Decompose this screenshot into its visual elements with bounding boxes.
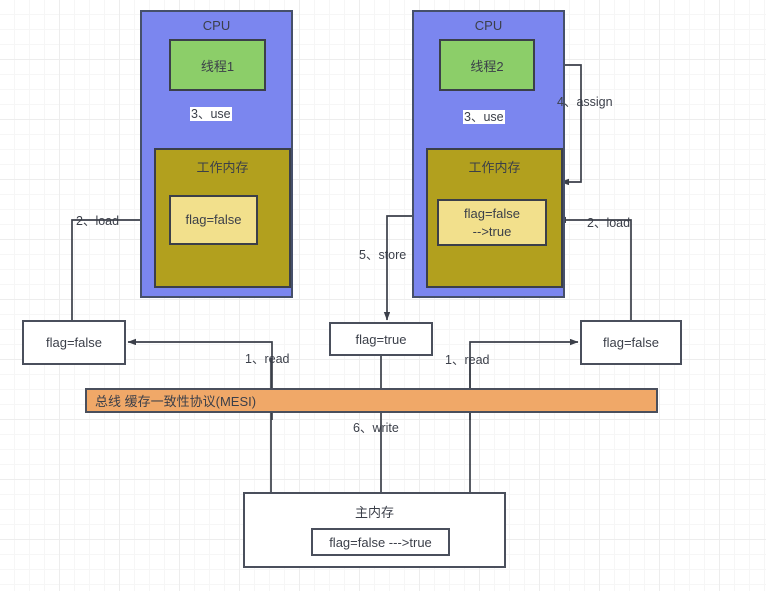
bus-bar[interactable]: 总线 缓存一致性协议(MESI) bbox=[85, 388, 658, 413]
variable-box-right[interactable]: flag=false -->true bbox=[437, 199, 547, 246]
label-load-right: 2、load bbox=[587, 216, 631, 230]
cpu-left-title: CPU bbox=[202, 18, 231, 33]
cache-left-value: flag=false bbox=[45, 335, 102, 350]
thread-box-right[interactable]: 线程2 bbox=[439, 39, 535, 91]
arrow-load-right bbox=[557, 216, 632, 320]
thread-right-label: 线程2 bbox=[470, 58, 504, 74]
label-use-left: 3、use bbox=[190, 107, 232, 122]
working-memory-left-label: 工作内存 bbox=[196, 160, 249, 175]
variable-right-value-line1: flag=false bbox=[463, 205, 520, 221]
variable-box-left[interactable]: flag=false bbox=[169, 195, 258, 245]
cpu-right-title: CPU bbox=[474, 18, 503, 33]
thread-left-label: 线程1 bbox=[200, 58, 235, 74]
working-memory-right-label: 工作内存 bbox=[468, 160, 521, 175]
main-memory-variable-value: flag=false --->true bbox=[329, 534, 432, 550]
cache-box-middle[interactable]: flag=true bbox=[329, 322, 433, 356]
label-use-right: 3、use bbox=[463, 110, 505, 125]
thread-box-left[interactable]: 线程1 bbox=[169, 39, 266, 91]
label-read-left: 1、read bbox=[245, 352, 290, 366]
label-write: 6、write bbox=[353, 421, 399, 435]
cache-right-value: flag=false bbox=[602, 335, 659, 350]
main-memory-title: 主内存 bbox=[354, 505, 394, 520]
main-memory-variable[interactable]: flag=false --->true bbox=[311, 528, 450, 556]
label-store: 5、store bbox=[359, 248, 407, 262]
cache-middle-value: flag=true bbox=[355, 331, 407, 347]
variable-right-value-line2: -->true bbox=[472, 223, 512, 239]
cache-box-right[interactable]: flag=false bbox=[580, 320, 682, 365]
label-load-left: 2、load bbox=[76, 214, 120, 228]
label-read-right: 1、read bbox=[445, 353, 490, 367]
variable-left-value: flag=false bbox=[185, 212, 242, 228]
label-assign: 4、assign bbox=[557, 95, 613, 109]
cache-box-left[interactable]: flag=false bbox=[22, 320, 126, 365]
bus-label: 总线 缓存一致性协议(MESI) bbox=[95, 394, 257, 409]
